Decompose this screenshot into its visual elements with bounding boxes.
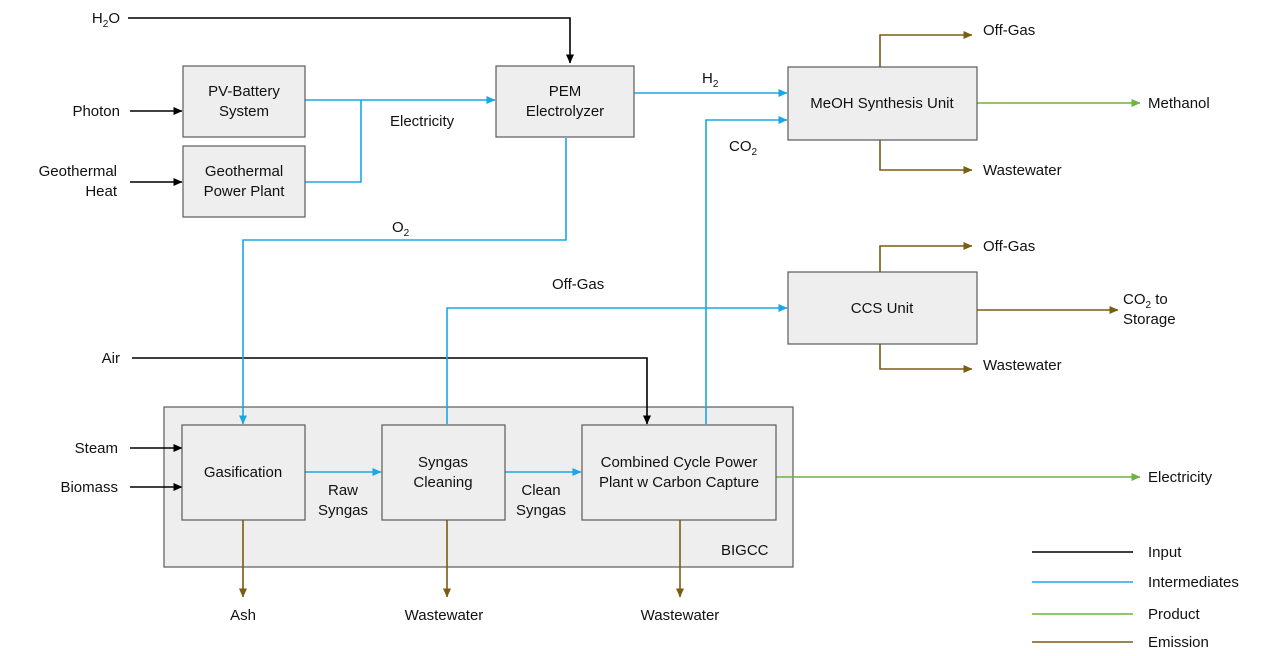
syngas-cleaning-label-2: Cleaning: [413, 474, 472, 491]
geo-electricity-line: [305, 100, 362, 183]
offgas-to-ccs-line: [446, 304, 788, 424]
meoh-offgas-line: [879, 31, 973, 67]
biomass-label: Biomass: [60, 479, 118, 496]
electricity-flow-label: Electricity: [390, 113, 455, 130]
geothermal-heat-label-2: Heat: [85, 183, 118, 200]
ccs-offgas-label: Off-Gas: [983, 238, 1035, 255]
methanol-label: Methanol: [1148, 95, 1210, 112]
combined-cycle-label-2: Plant w Carbon Capture: [599, 474, 759, 491]
bigcc-label: BIGCC: [721, 542, 769, 559]
legend-emission-label: Emission: [1148, 634, 1209, 651]
meoh-synthesis-box: [787, 66, 978, 141]
pem-electrolyzer-box: [495, 65, 635, 138]
photon-label: Photon: [72, 103, 120, 120]
ccs-wastewater-label: Wastewater: [983, 357, 1062, 374]
co2-storage-label-2: Storage: [1123, 311, 1176, 328]
clean-syngas-label-2: Syngas: [516, 502, 566, 519]
air-label: Air: [102, 350, 120, 367]
ccs-unit-label: CCS Unit: [851, 300, 914, 317]
meoh-wastewater-label: Wastewater: [983, 162, 1062, 179]
gasification-box: [181, 424, 306, 521]
syngas-cleaning-label-1: Syngas: [418, 454, 468, 471]
ccs-unit-box: [787, 271, 978, 345]
co2-storage-label-1: CO2 to: [1123, 291, 1168, 311]
pv-battery-label-2: System: [219, 103, 269, 120]
legend: Input Intermediates Product Emission: [1032, 544, 1239, 651]
geothermal-heat-label-1: Geothermal: [39, 163, 117, 180]
meoh-synthesis-label: MeOH Synthesis Unit: [810, 95, 954, 112]
h2-flow-label: H2: [702, 70, 719, 90]
co2-to-meoh-line: [705, 116, 788, 424]
h2o-input-line: [128, 17, 574, 64]
legend-input-label: Input: [1148, 544, 1182, 561]
raw-syngas-label-1: Raw: [328, 482, 358, 499]
combined-cycle-label-1: Combined Cycle Power: [601, 454, 758, 471]
cc-wastewater-label: Wastewater: [641, 607, 720, 624]
ash-label: Ash: [230, 607, 256, 624]
syngas-cleaning-box: [381, 424, 506, 521]
meoh-offgas-label: Off-Gas: [983, 22, 1035, 39]
o2-flow-label: O2: [392, 219, 410, 239]
geothermal-plant-box: [182, 145, 306, 218]
legend-intermediates-label: Intermediates: [1148, 574, 1239, 591]
pv-battery-label-1: PV-Battery: [208, 83, 280, 100]
offgas-flow-label: Off-Gas: [552, 276, 604, 293]
gasification-label: Gasification: [204, 464, 282, 481]
o2-line: [239, 138, 567, 425]
clean-syngas-label-1: Clean: [521, 482, 560, 499]
co2-flow-label: CO2: [729, 138, 758, 158]
ccs-wastewater-line: [879, 344, 973, 373]
combined-cycle-box: [581, 424, 777, 521]
syngas-wastewater-label: Wastewater: [405, 607, 484, 624]
legend-product-label: Product: [1148, 606, 1201, 623]
geothermal-plant-label-2: Power Plant: [204, 183, 286, 200]
electricity-output-label: Electricity: [1148, 469, 1213, 486]
geothermal-plant-label-1: Geothermal: [205, 163, 283, 180]
raw-syngas-label-2: Syngas: [318, 502, 368, 519]
pv-battery-box: [182, 65, 306, 138]
steam-label: Steam: [75, 440, 118, 457]
pem-label-2: Electrolyzer: [526, 103, 604, 120]
pem-label-1: PEM: [549, 83, 582, 100]
h2o-label: H2O: [92, 10, 120, 30]
meoh-wastewater-line: [879, 140, 973, 174]
ccs-offgas-line: [879, 242, 973, 272]
air-input-line: [132, 357, 651, 425]
